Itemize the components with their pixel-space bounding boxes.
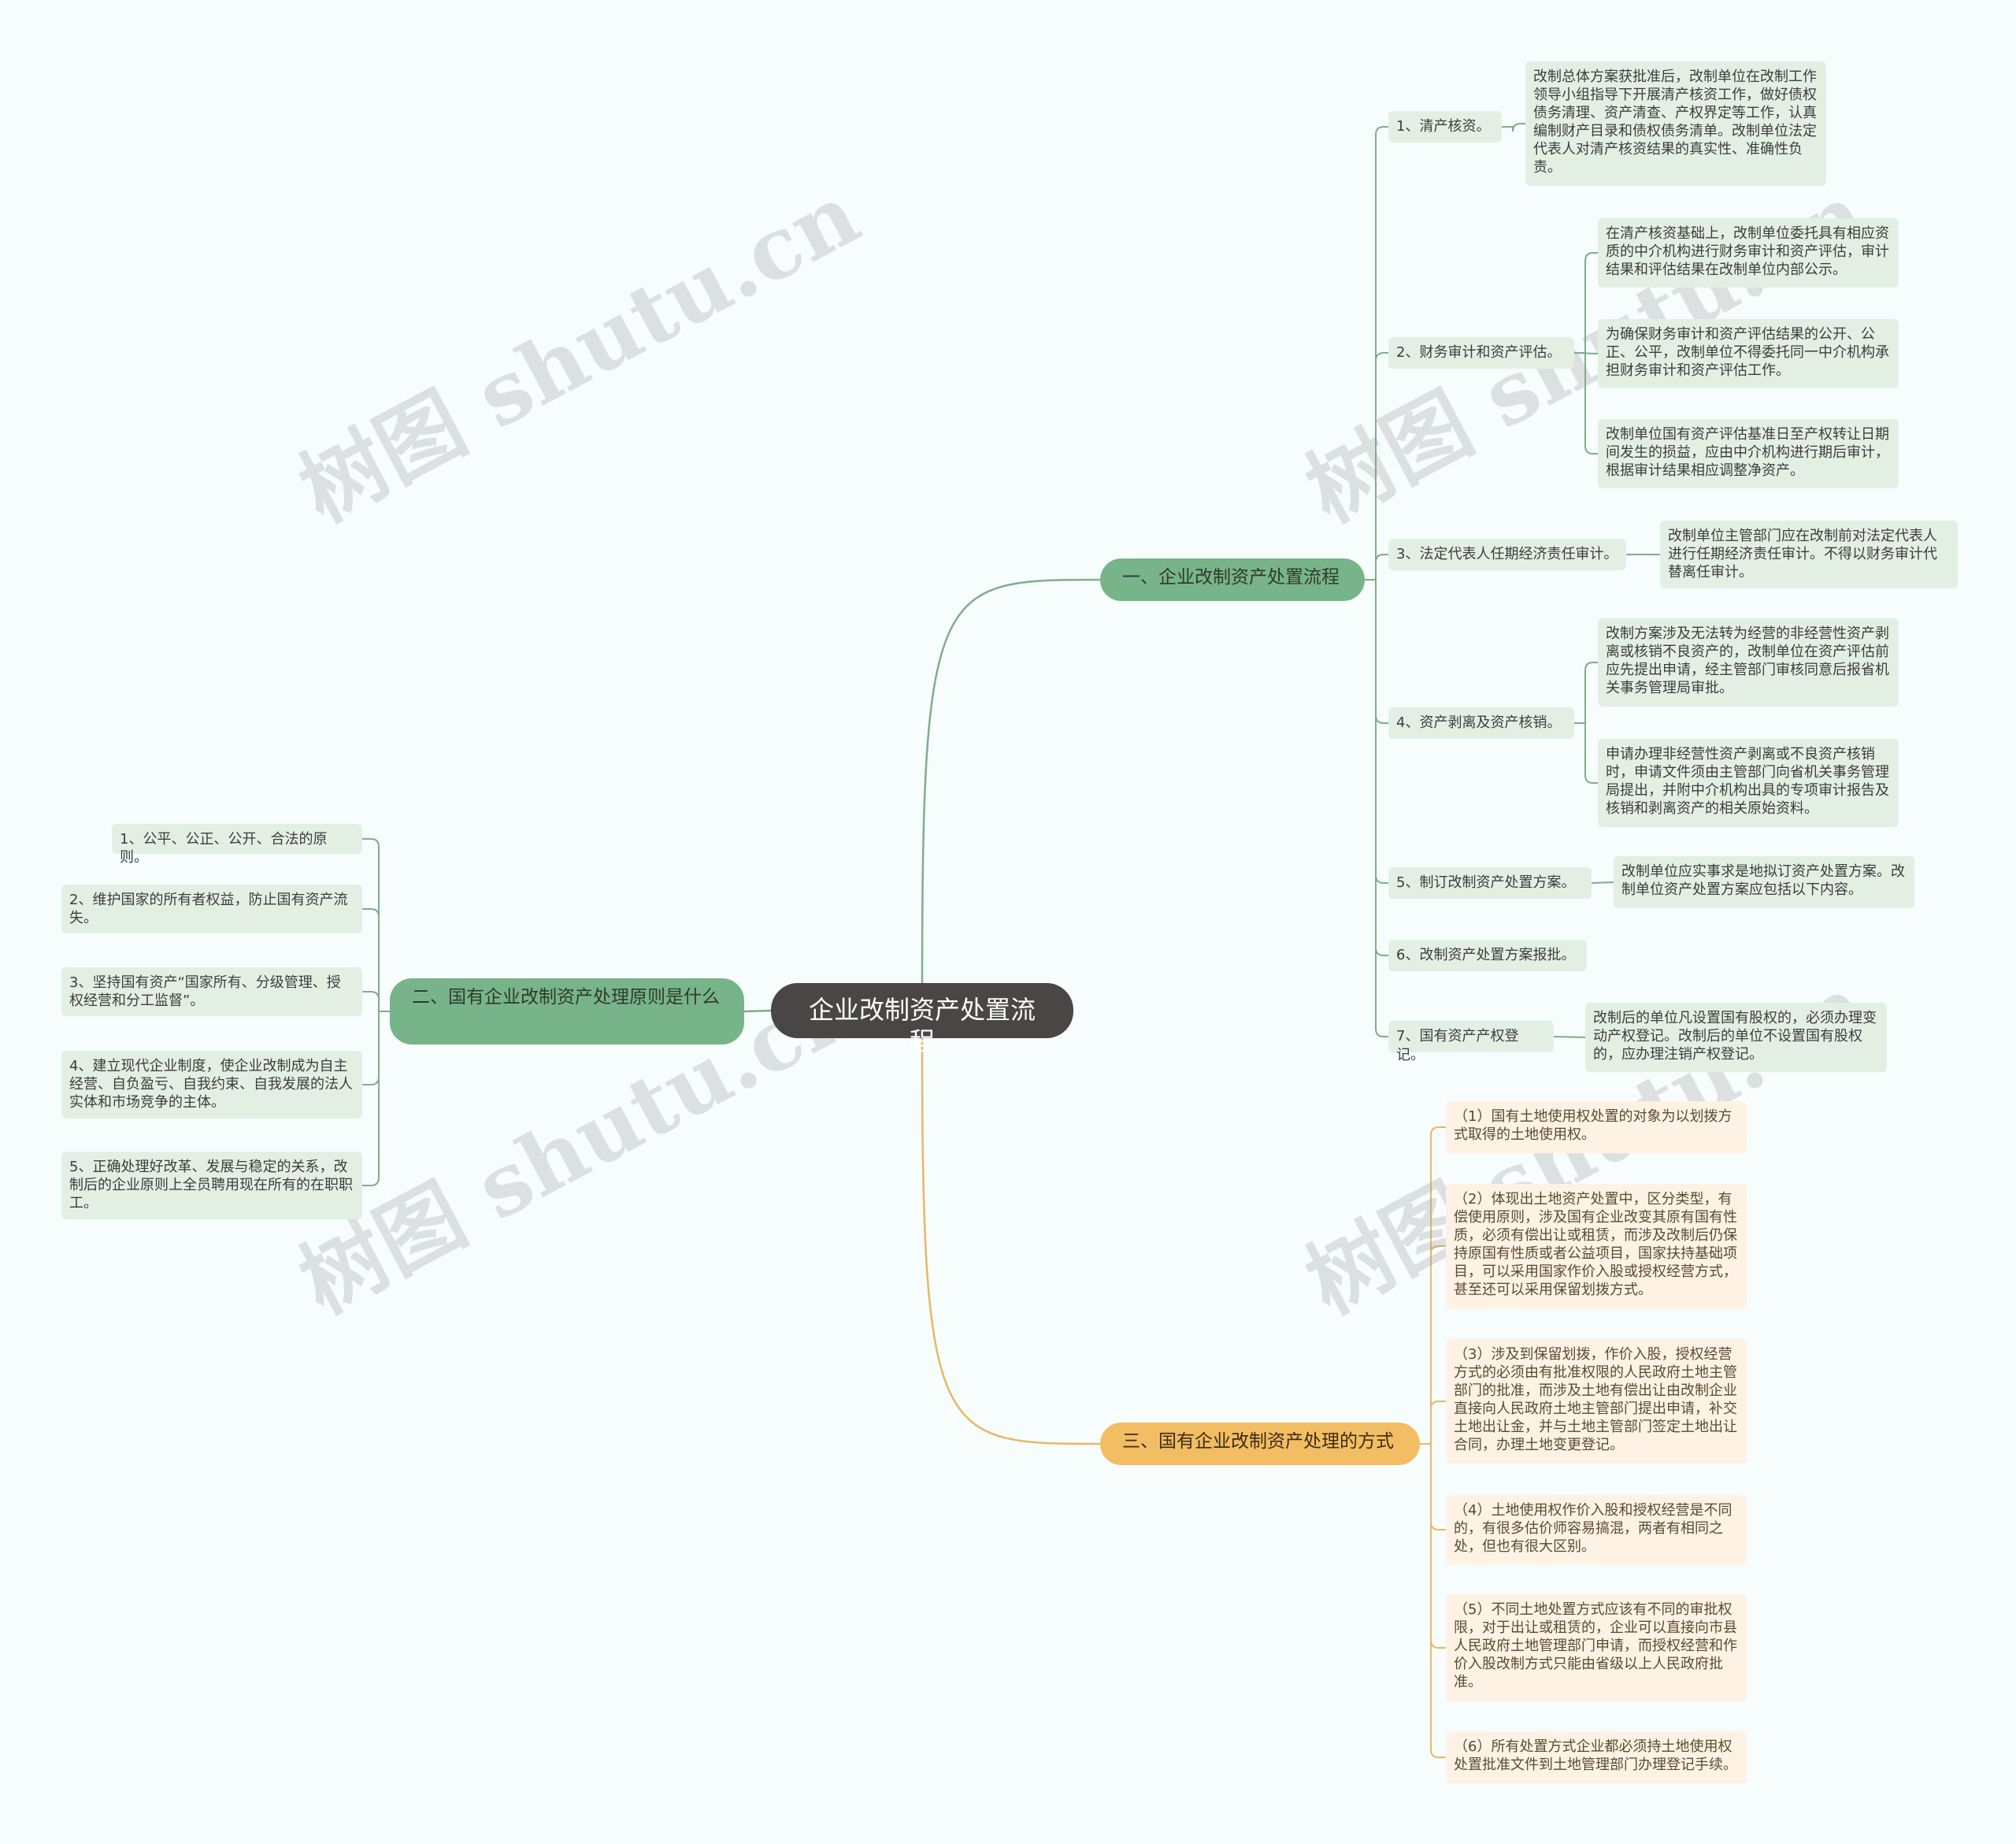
process-step-2[interactable]: 2、财务审计和资产评估。 [1388,337,1574,369]
root-node[interactable]: 企业改制资产处置流程 [771,983,1073,1056]
connector-line [1420,1443,1446,1758]
detail-note: 改制单位应实事求是地拟订资产处置方案。改制单位资产处置方案应包括以下内容。 [1614,856,1914,908]
process-step-7[interactable]: 7、国有资产产权登记。 [1388,1021,1554,1063]
method-item: （6）所有处置方式企业都必须持土地使用权处置批准文件到土地管理部门办理登记手续。 [1446,1731,1747,1783]
principle-item: 2、维护国家的所有者权益，防止国有资产流失。 [61,885,362,933]
method-item: （3）涉及到保留划拨，作价入股，授权经营方式的必须由有批准权限的人民政府土地主管… [1446,1339,1747,1464]
connector-line [1420,1245,1446,1445]
process-step-5[interactable]: 5、制订改制资产处置方案。 [1388,867,1592,899]
principle-item: 4、建立现代企业制度，使企业改制成为自主经营、自负盈亏、自我约束、自我发展的法人… [61,1051,362,1119]
connector-line [1365,579,1388,1037]
method-item: （5）不同土地处置方式应该有不同的审批权限，对于出让或租赁的，企业可以直接向市县… [1446,1594,1747,1701]
connector-line [921,578,1101,984]
process-step-1[interactable]: 1、清产核资。 [1388,111,1502,143]
connector-line [1574,252,1598,354]
connector-line [1420,1443,1446,1649]
detail-note: 为确保财务审计和资产评估结果的公开、公正、公平，改制单位不得委托同一中介机构承担… [1598,319,1899,388]
method-item: （1）国有土地使用权处置的对象为以划拨方式取得的土地使用权。 [1446,1101,1747,1153]
connector-line [362,908,390,1012]
method-item: （4）土地使用权作价入股和授权经营是不同的，有很多估价师容易搞混，两者有相同之处… [1446,1495,1747,1564]
principle-item: 5、正确处理好改革、发展与稳定的关系，改制后的企业原则上全员聘用现在所有的在职职… [61,1152,362,1219]
connector-line [362,991,390,1012]
connector-line [362,1011,390,1085]
connector-line [1574,662,1598,724]
connector-line [1574,352,1598,455]
detail-note: 改制后的单位凡设置国有股权的，必须办理变动产权登记。改制后的单位不设置国有股权的… [1585,1003,1887,1072]
principle-item: 1、公平、公正、公开、合法的原则。 [112,824,362,866]
connector-line [362,1011,390,1186]
method-item: （2）体现出土地资产处置中，区分类型，有偿使用原则，涉及国有企业改变其原有国有性… [1446,1184,1747,1308]
connector-line [1365,352,1388,581]
branch-node-methods[interactable]: 三、国有企业改制资产处理的方式 [1100,1423,1420,1465]
connector-line [1420,1126,1446,1445]
detail-note: 改制方案涉及无法转为经营的非经营性资产剥离或核销不良资产的，改制单位在资产评估前… [1598,618,1899,707]
branch-node-principles[interactable]: 二、国有企业改制资产处理原则是什么 [390,978,744,1044]
connector-line [921,1037,1101,1445]
connector-line [1591,881,1614,884]
connector-line [362,838,390,1012]
connector-line [1420,1443,1446,1530]
process-step-4[interactable]: 4、资产剥离及资产核销。 [1388,707,1574,739]
process-step-6[interactable]: 6、改制资产处置方案报批。 [1388,940,1587,971]
connector-line [1502,123,1525,132]
connector-line [1420,1401,1446,1445]
process-step-3[interactable]: 3、法定代表人任期经济责任审计。 [1388,539,1626,570]
detail-note: 申请办理非经营性资产剥离或不良资产核销时，申请文件须由主管部门向省机关事务管理局… [1598,739,1899,827]
connector-line [1365,126,1388,581]
connector-line [1365,554,1388,581]
detail-note: 改制单位主管部门应在改制前对法定代表人进行任期经济责任审计。不得以财务审计代替离… [1660,521,1958,588]
detail-note: 改制总体方案获批准后，改制单位在改制工作领导小组指导下开展清产核资工作，做好债权… [1525,61,1826,186]
detail-note: 在清产核资基础上，改制单位委托具有相应资质的中介机构进行财务审计和资产评估，审计… [1598,218,1899,288]
principle-item: 3、坚持国有资产“国家所有、分级管理、授权经营和分工监督”。 [61,967,362,1016]
detail-note: 改制单位国有资产评估基准日至产权转让日期间发生的损益，应由中介机构进行期后审计，… [1598,419,1899,488]
connector-line [1574,722,1598,784]
branch-node-process[interactable]: 一、企业改制资产处置流程 [1100,558,1365,601]
